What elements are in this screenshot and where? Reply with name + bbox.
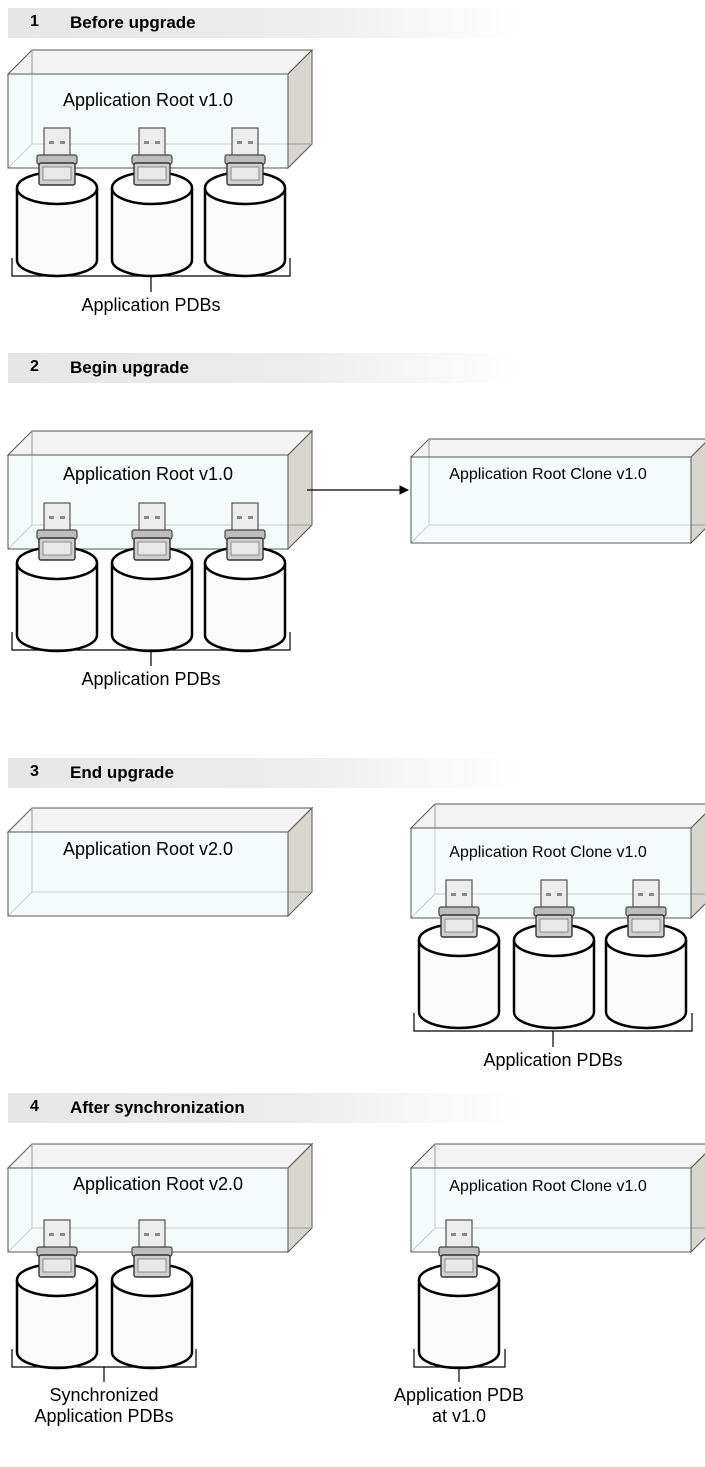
step-1-pdbs-label: Application PDBs: [81, 295, 220, 315]
step-3-root-label: Application Root v2.0: [63, 839, 233, 859]
step-2-pdb-2: [110, 502, 194, 653]
step-3-number: 3: [30, 763, 39, 780]
step-4-title: After synchronization: [70, 1098, 245, 1117]
usb-plug-icon: [36, 127, 78, 186]
step-1-pdb-2: [110, 127, 194, 278]
step-4-synced-label-1: Synchronized: [49, 1385, 158, 1405]
usb-plug-icon: [131, 502, 173, 561]
step-2-number: 2: [30, 358, 39, 375]
step-4-synced-pdb-1: [15, 1219, 99, 1370]
step-2-pdbs-label: Application PDBs: [81, 669, 220, 689]
usb-plug-icon: [224, 502, 266, 561]
step-1-pdb-3: [203, 127, 287, 278]
step-2-title: Begin upgrade: [70, 358, 190, 377]
step-2-pdbs-bracket: [11, 632, 291, 666]
step-4-clone-pdb-bracket: [413, 1349, 506, 1382]
usb-plug-icon: [36, 502, 78, 561]
step-3-header: 3 End upgrade: [8, 758, 520, 788]
step-4-synced-label-2: Application PDBs: [34, 1406, 173, 1426]
step-3-pdb-2: [512, 879, 596, 1030]
step-2-application-root-clone-box: [409, 438, 705, 545]
step-4-clone-pdb-label-2: at v1.0: [432, 1406, 486, 1426]
step-3-clone-label: Application Root Clone v1.0: [449, 844, 647, 861]
step-1-header: 1 Before upgrade: [8, 8, 520, 38]
step-2-pdb-3: [203, 502, 287, 653]
step-4-clone-pdb-label-1: Application PDB: [394, 1385, 524, 1405]
step-4-header: 4 After synchronization: [8, 1093, 520, 1123]
usb-plug-icon: [438, 1219, 480, 1278]
step-4-synced-bracket: [11, 1349, 197, 1382]
step-4-clone-pdb-1: [417, 1219, 501, 1370]
step-2-root-label: Application Root v1.0: [63, 464, 233, 484]
step-2-header: 2 Begin upgrade: [8, 353, 520, 383]
step-3-pdb-3: [604, 879, 688, 1030]
step-4-synced-pdb-2: [110, 1219, 194, 1370]
step-3-pdb-1: [417, 879, 501, 1030]
step-1-pdb-1: [15, 127, 99, 278]
usb-plug-icon: [438, 879, 480, 938]
step-4-number: 4: [30, 1098, 39, 1115]
step-1-root-label: Application Root v1.0: [63, 90, 233, 110]
step-4-application-root-clone-box: [409, 1143, 705, 1254]
usb-plug-icon: [36, 1219, 78, 1278]
step-1-number: 1: [30, 13, 39, 30]
step-3-application-root-box: [6, 806, 314, 918]
step-3-pdbs-bracket: [413, 1013, 693, 1047]
step-2-clone-label: Application Root Clone v1.0: [449, 466, 647, 483]
step-1-title: Before upgrade: [70, 13, 196, 32]
usb-plug-icon: [533, 879, 575, 938]
step-3-title: End upgrade: [70, 763, 174, 782]
usb-plug-icon: [131, 1219, 173, 1278]
step-4-root-label: Application Root v2.0: [73, 1174, 243, 1194]
usb-plug-icon: [224, 127, 266, 186]
step-4-clone-label: Application Root Clone v1.0: [449, 1178, 647, 1195]
usb-plug-icon: [131, 127, 173, 186]
step-3-pdbs-label: Application PDBs: [483, 1050, 622, 1070]
step-1-pdbs-bracket: [11, 258, 291, 292]
usb-plug-icon: [625, 879, 667, 938]
step-2-pdb-1: [15, 502, 99, 653]
